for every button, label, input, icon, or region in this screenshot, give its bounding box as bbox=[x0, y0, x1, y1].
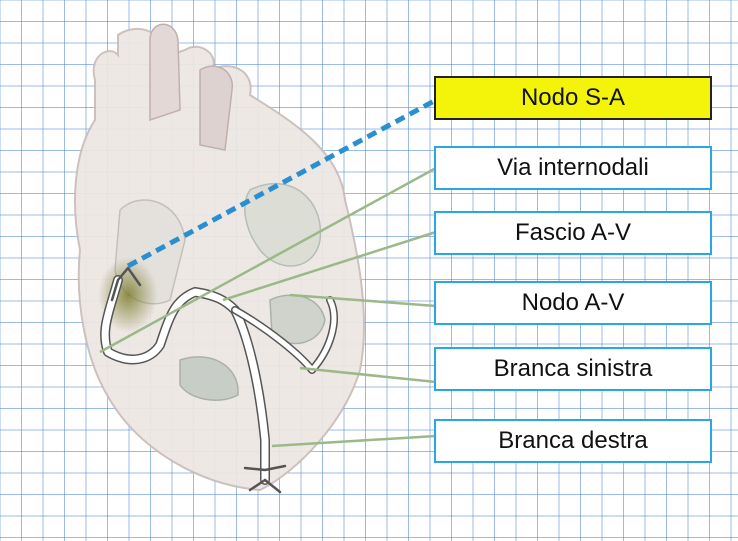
label-via-internodali-text: Via internodali bbox=[497, 154, 649, 182]
label-nodo-av-text: Nodo A-V bbox=[522, 289, 625, 317]
label-nodo-av: Nodo A-V bbox=[434, 281, 712, 325]
label-nodo-sa-text: Nodo S-A bbox=[521, 84, 625, 112]
label-branca-sinistra: Branca sinistra bbox=[434, 347, 712, 391]
label-branca-destra-text: Branca destra bbox=[498, 427, 647, 455]
aorta bbox=[150, 24, 180, 120]
label-branca-sinistra-text: Branca sinistra bbox=[494, 355, 653, 383]
label-fascio-av-text: Fascio A-V bbox=[515, 219, 631, 247]
label-branca-destra: Branca destra bbox=[434, 419, 712, 463]
label-fascio-av: Fascio A-V bbox=[434, 211, 712, 255]
label-nodo-sa: Nodo S-A bbox=[434, 76, 712, 120]
label-via-internodali: Via internodali bbox=[434, 146, 712, 190]
